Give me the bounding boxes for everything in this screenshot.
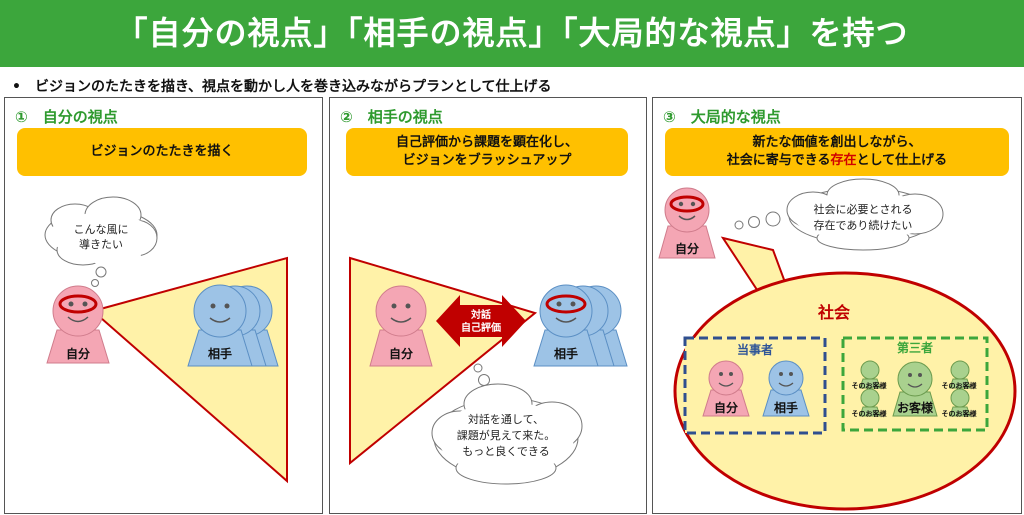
society-label: 社会 bbox=[817, 303, 850, 322]
panel-heading-box: 新たな価値を創出しながら、 社会に寄与できる存在として仕上げる bbox=[665, 128, 1009, 176]
thought-line-1: こんな風に bbox=[74, 223, 129, 236]
subtitle: • ビジョンのたたきを描き、視点を動かし人を巻き込みながらプランとして仕上げる bbox=[12, 79, 552, 95]
sub-customer-label: そのお客様 bbox=[852, 409, 888, 418]
thought-line-1: 対話を通して、 bbox=[468, 412, 544, 426]
panel-self-view: ① 自分の視点 ビジョンのたたきを描く こんな風に 導きたい bbox=[4, 97, 323, 514]
sub-customer-figure: そのお客様 bbox=[852, 388, 888, 418]
party-self-label: 自分 bbox=[714, 400, 738, 415]
other-view-diagram: 自分 対話 自己評価 相手 bbox=[349, 256, 628, 485]
self-view-diagram: こんな風に 導きたい 自分 相手 bbox=[44, 196, 288, 484]
sub-customer-label: そのお客様 bbox=[852, 381, 888, 390]
party-other-figure: 相手 bbox=[762, 360, 810, 417]
self-figure: 自分 bbox=[658, 187, 716, 259]
thought-cloud: こんな風に 導きたい bbox=[44, 196, 158, 287]
party-self-figure: 自分 bbox=[702, 360, 750, 417]
panel-heading-line-2: ビジョンをブラッシュアップ bbox=[402, 153, 572, 168]
heading-text-c: として仕上げる bbox=[856, 153, 948, 168]
thought-cloud: 社会に必要とされる 存在であり続けたい bbox=[734, 178, 944, 251]
arrow-line-2: 自己評価 bbox=[461, 321, 501, 334]
other-figures: 相手 bbox=[533, 284, 628, 367]
panel-heading-box: ビジョンのたたきを描く bbox=[17, 128, 307, 176]
heading-text-highlight: 存在 bbox=[830, 153, 857, 168]
sub-customer-figure: そのお客様 bbox=[852, 360, 888, 390]
panel-heading-text: ビジョンのたたきを描く bbox=[90, 144, 234, 159]
self-label: 自分 bbox=[389, 346, 413, 361]
thought-line-2: 導きたい bbox=[79, 237, 123, 251]
customer-figure: お客様 bbox=[892, 361, 938, 417]
self-figure: 自分 bbox=[369, 285, 433, 367]
panel-title: ③ 大局的な視点 bbox=[663, 108, 781, 126]
customer-label: お客様 bbox=[897, 400, 934, 415]
sub-customer-figure: そのお客様 bbox=[942, 360, 978, 390]
other-label: 相手 bbox=[554, 346, 578, 361]
dialogue-arrow: 対話 自己評価 bbox=[436, 295, 526, 347]
sub-customer-label: そのお客様 bbox=[942, 409, 978, 418]
thought-line-3: もっと良くできる bbox=[462, 444, 549, 458]
panel-heading-line-1: 新たな価値を創出しながら、 bbox=[752, 135, 922, 150]
panel-title: ② 相手の視点 bbox=[340, 108, 443, 126]
thought-line-1: 社会に必要とされる bbox=[814, 202, 913, 216]
thought-line-2: 存在であり続けたい bbox=[814, 218, 913, 232]
heading-text-a: 社会に寄与できる bbox=[726, 153, 831, 168]
party-other-label: 相手 bbox=[774, 400, 798, 415]
panel-heading-box: 自己評価から課題を顕在化し、 ビジョンをブラッシュアップ bbox=[346, 128, 628, 176]
self-label: 自分 bbox=[675, 241, 699, 256]
thought-cloud: 対話を通して、 課題が見えて来た。 もっと良くできる bbox=[431, 363, 583, 485]
page-title: 「自分の視点」「相手の視点」「大局的な視点」を持つ bbox=[0, 0, 1024, 67]
other-figures: 相手 bbox=[187, 284, 279, 367]
sub-customer-figure: そのお客様 bbox=[942, 388, 978, 418]
panel-heading-line-1: 自己評価から課題を顕在化し、 bbox=[395, 135, 578, 150]
panel-title: ① 自分の視点 bbox=[15, 108, 118, 126]
big-picture-diagram: 社会 自分 社会に必要とされる 存在であり続けたい 当事者 bbox=[658, 178, 1017, 511]
parties-label: 当事者 bbox=[737, 342, 773, 357]
arrow-line-1: 対話 bbox=[470, 308, 491, 321]
panel-other-view: ② 相手の視点 自己評価から課題を顕在化し、 ビジョンをブラッシュアップ 自分 … bbox=[329, 97, 647, 514]
sub-customer-label: そのお客様 bbox=[942, 381, 978, 390]
panel-heading-line-2: 社会に寄与できる存在として仕上げる bbox=[727, 152, 947, 170]
self-figure: 自分 bbox=[46, 285, 110, 364]
self-label: 自分 bbox=[66, 346, 90, 361]
panel-big-picture-view: ③ 大局的な視点 新たな価値を創出しながら、 社会に寄与できる存在として仕上げる… bbox=[652, 97, 1022, 514]
other-label: 相手 bbox=[208, 346, 232, 361]
thought-line-2: 課題が見えて来た。 bbox=[457, 428, 555, 442]
third-party-label: 第三者 bbox=[897, 340, 933, 355]
